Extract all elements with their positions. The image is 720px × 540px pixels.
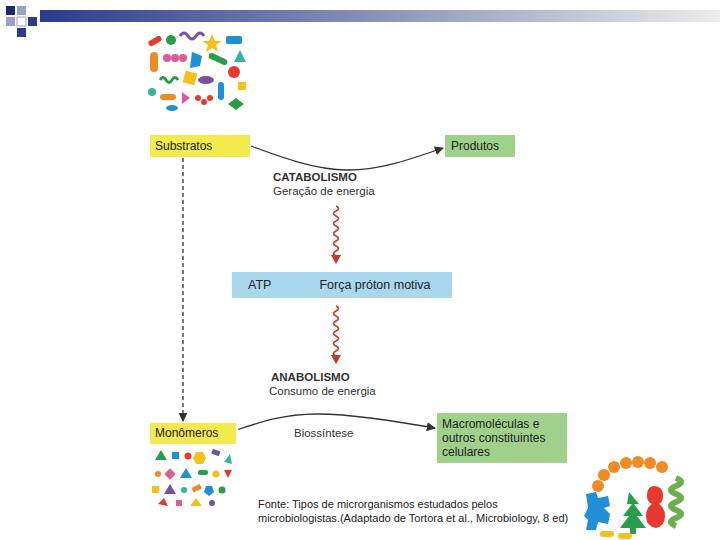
monomers-illustration <box>164 484 176 494</box>
monomers-illustration <box>181 487 187 493</box>
box-text: Força próton motiva <box>319 278 430 292</box>
flow-arrow <box>251 146 443 170</box>
monomers-illustration <box>172 452 179 459</box>
cell-illustration <box>600 531 614 537</box>
microbes-illustration <box>160 94 176 100</box>
edge-label: Biossíntese <box>294 427 353 440</box>
microbes-illustration <box>147 33 246 111</box>
monomers-illustration <box>180 468 192 478</box>
cell-illustration <box>671 478 681 526</box>
microbes-illustration <box>228 98 244 110</box>
energy-wave-arrow <box>334 206 339 256</box>
monomers-illustration <box>158 498 168 506</box>
box-text: Substratos <box>155 139 245 153</box>
cell-illustration <box>656 461 668 473</box>
cell-illustration <box>592 480 604 492</box>
box-text: Macromoléculas e outros constituintes ce… <box>442 417 562 459</box>
energy-wave-arrow <box>331 255 341 264</box>
microbes-illustration <box>195 95 201 101</box>
microbes-illustration <box>238 82 246 90</box>
monomers-illustration <box>185 453 192 460</box>
monomers-illustration <box>211 449 220 456</box>
microbes-illustration <box>160 78 178 83</box>
energy-wave-arrow <box>334 306 339 356</box>
process-box: Macromoléculas e outros constituintes ce… <box>437 413 567 463</box>
box-text: ATP <box>248 278 271 292</box>
microbes-illustration <box>166 105 178 111</box>
box-text: Produtos <box>451 139 509 153</box>
monomers-illustration <box>213 471 220 478</box>
cell-illustration <box>620 492 646 534</box>
microbes-illustration <box>207 95 213 101</box>
process-label: ANABOLISMO <box>271 371 350 384</box>
corner-decoration <box>6 6 720 37</box>
microbes-illustration <box>150 52 158 72</box>
process-label: CATABOLISMO <box>273 171 357 184</box>
microbes-illustration <box>148 88 156 96</box>
microbes-illustration <box>234 50 246 62</box>
flow-arrow <box>182 158 183 421</box>
microbes-illustration <box>198 76 214 84</box>
monomers-illustration <box>193 452 206 464</box>
monomers-illustration <box>204 486 214 496</box>
cell-illustration <box>620 457 632 469</box>
monomers-illustration <box>224 470 232 478</box>
energy-wave-arrow <box>331 355 341 364</box>
monomers-illustration <box>192 484 202 492</box>
corner-decoration <box>40 10 720 22</box>
monomers-illustration <box>164 468 175 479</box>
cell-illustration <box>608 461 620 473</box>
microbes-illustration <box>190 52 202 68</box>
microbes-illustration <box>182 92 190 104</box>
corner-decoration <box>28 17 37 26</box>
monomers-illustration <box>176 500 182 506</box>
microbes-illustration <box>226 36 242 44</box>
source-caption: Fonte: Tipos de microrganismos estudados… <box>258 497 578 525</box>
cell-illustration <box>644 457 656 469</box>
microbes-illustration <box>180 33 204 39</box>
microbes-illustration <box>147 35 162 47</box>
cell-illustration <box>598 469 610 481</box>
monomers-illustration <box>152 449 232 506</box>
microbes-illustration <box>218 82 224 100</box>
microbes-illustration <box>201 99 207 105</box>
process-box: Produtos <box>445 135 515 157</box>
monomers-illustration <box>152 486 159 493</box>
corner-decoration <box>17 6 26 15</box>
corner-decoration <box>6 6 15 15</box>
microbes-illustration <box>228 66 240 78</box>
monomers-illustration <box>198 470 208 475</box>
cell-illustration <box>632 456 644 468</box>
monomers-illustration <box>155 471 161 477</box>
cell-illustration <box>618 533 632 539</box>
corner-decoration <box>17 17 26 26</box>
microbes-illustration <box>163 54 171 62</box>
microbes-illustration <box>166 35 176 45</box>
process-box: ATP Força próton motiva <box>232 272 452 298</box>
process-label: Consumo de energia <box>269 385 376 398</box>
cell-illustration <box>584 456 681 539</box>
monomers-illustration <box>190 498 202 506</box>
monomers-illustration <box>224 454 232 464</box>
microbes-illustration <box>202 34 222 52</box>
microbes-illustration <box>208 52 229 66</box>
microbes-illustration <box>179 54 187 62</box>
monomers-illustration <box>209 500 215 506</box>
monomers-illustration <box>155 450 167 460</box>
corner-decoration <box>6 17 15 26</box>
cell-illustration <box>584 492 610 530</box>
microbes-illustration <box>183 71 198 86</box>
cell-illustration <box>646 486 665 528</box>
process-label: Geração de energia <box>273 185 375 198</box>
monomers-illustration <box>219 487 226 494</box>
microbes-illustration <box>171 54 179 62</box>
corner-decoration <box>17 28 26 37</box>
process-box: Substratos <box>150 135 250 157</box>
box-text: Monômeros <box>155 426 231 440</box>
process-box: Monômeros <box>150 423 236 444</box>
